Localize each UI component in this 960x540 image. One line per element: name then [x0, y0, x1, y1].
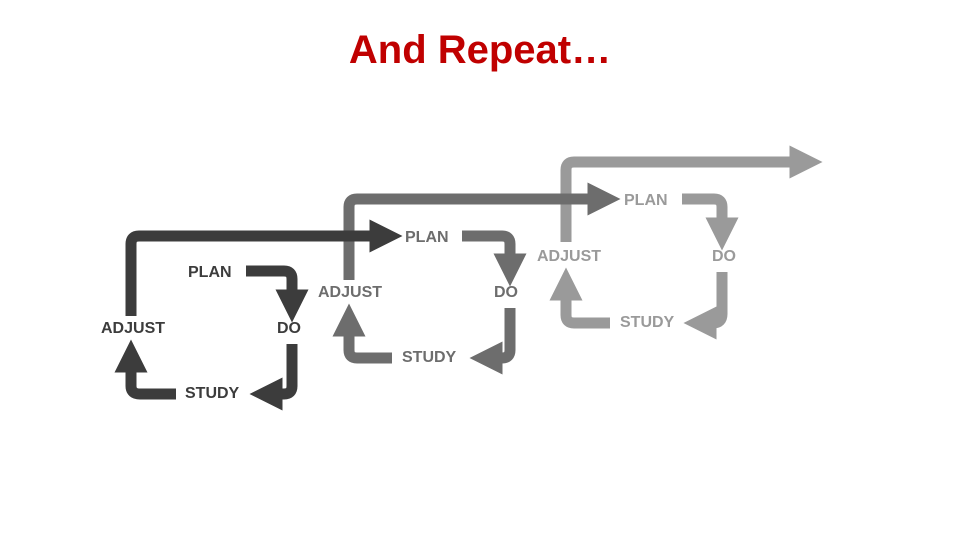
cycle-1-plan-to-do-arrow — [246, 265, 309, 323]
cycle-3-study-label: STUDY — [620, 314, 675, 331]
cycle-1 — [114, 219, 403, 411]
cycle-2-study-to-adjust-arrow — [332, 303, 392, 364]
cycle-3 — [549, 145, 823, 340]
cycle-2-plan-label: PLAN — [405, 229, 449, 246]
cycle-3-plan-to-do-arrow — [682, 193, 739, 251]
cycle-2-do-to-study-arrow — [469, 308, 516, 375]
cycle-1-do-to-study-arrow — [249, 344, 298, 411]
cycle-3-adjust-label: ADJUST — [537, 248, 601, 265]
cycle-2-repeat-arrow — [343, 182, 621, 280]
cycle-1-plan-label: PLAN — [188, 264, 232, 281]
cycle-3-do-to-study-arrow — [683, 272, 728, 340]
cycle-2-do-label: DO — [494, 284, 518, 301]
cycle-2-adjust-label: ADJUST — [318, 284, 382, 301]
cycle-1-study-label: STUDY — [185, 385, 240, 402]
cycle-1-adjust-label: ADJUST — [101, 320, 165, 337]
cycle-2-plan-to-do-arrow — [462, 230, 527, 287]
cycle-1-study-to-adjust-arrow — [114, 339, 176, 400]
cycle-3-plan-label: PLAN — [624, 192, 668, 209]
cycle-1-repeat-arrow — [125, 219, 403, 316]
cycle-2 — [332, 182, 621, 375]
cycle-1-do-label: DO — [277, 320, 301, 337]
cycle-3-repeat-arrow — [560, 145, 823, 242]
cycle-2-study-label: STUDY — [402, 349, 457, 366]
cycle-3-study-to-adjust-arrow — [549, 267, 610, 329]
cycle-3-do-label: DO — [712, 248, 736, 265]
slide-title: And Repeat… — [348, 28, 612, 72]
